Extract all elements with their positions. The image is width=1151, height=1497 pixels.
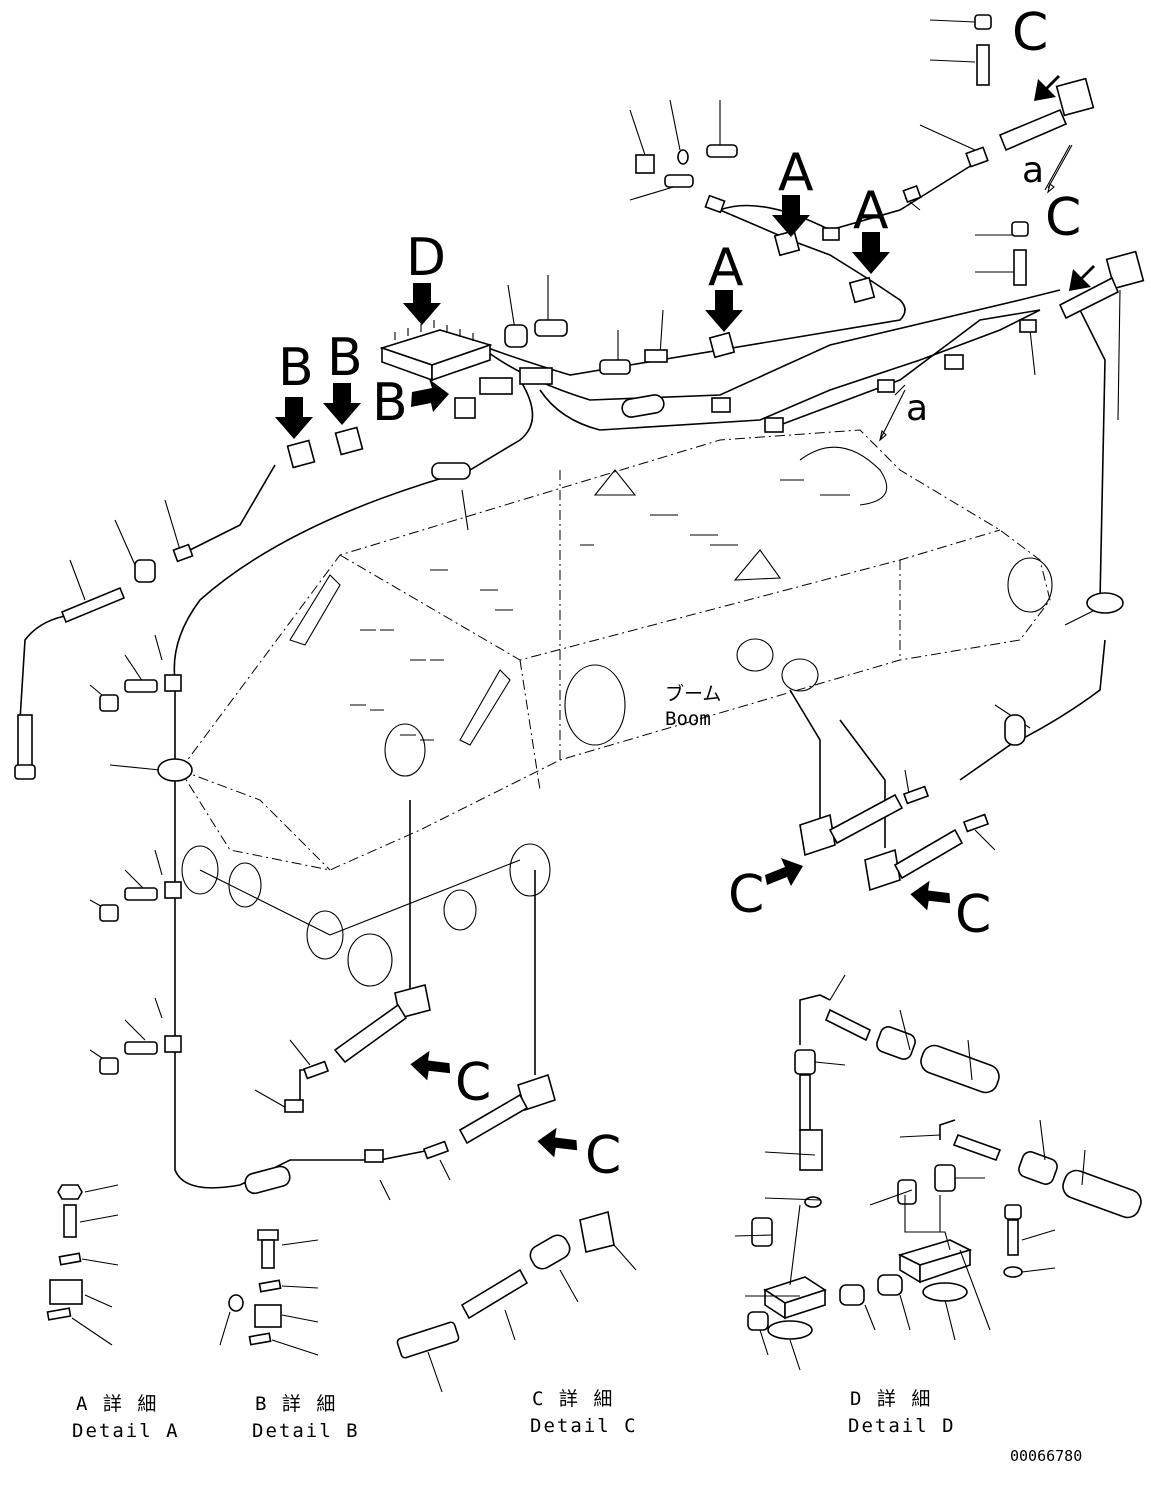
left-clamp-stack bbox=[99, 674, 193, 1075]
distribution-block-d bbox=[379, 320, 553, 419]
arrow-a-2 bbox=[852, 232, 890, 274]
detail-a-view bbox=[46, 1184, 119, 1346]
arrow-d bbox=[403, 283, 441, 325]
arrow-c-2 bbox=[1069, 265, 1095, 291]
boom-label-jp: ブーム bbox=[665, 682, 721, 705]
lower-fittings bbox=[244, 984, 556, 1195]
label-c-lower-2: C bbox=[585, 1126, 621, 1186]
detail-d-jp: D 詳 細 bbox=[850, 1388, 932, 1410]
left-clamps-b bbox=[14, 426, 471, 780]
right-fittings bbox=[799, 592, 1124, 892]
label-b-1: B bbox=[278, 338, 314, 398]
label-c-right-1: C bbox=[728, 865, 764, 925]
detail-a-jp: A 詳 細 bbox=[76, 1393, 158, 1415]
detail-b-en: Detail B bbox=[252, 1420, 360, 1442]
arrow-b-2 bbox=[323, 383, 361, 425]
label-a-1: A bbox=[778, 143, 814, 203]
reference-number: 00066780 bbox=[1010, 1447, 1082, 1465]
arrow-c-1 bbox=[1034, 75, 1060, 101]
leader-lines bbox=[69, 19, 1121, 1201]
arrow-c-3 bbox=[765, 858, 803, 886]
detail-b-jp: B 詳 細 bbox=[255, 1393, 337, 1415]
label-c-top-2: C bbox=[1045, 188, 1081, 248]
arrow-b-3 bbox=[411, 379, 449, 412]
arrow-a-3 bbox=[705, 290, 743, 332]
arrow-a-1 bbox=[772, 195, 810, 237]
grease-lines bbox=[19, 159, 1106, 1189]
label-a-lower-1: a bbox=[1022, 150, 1044, 191]
detail-c-jp: C 詳 細 bbox=[532, 1388, 614, 1410]
detail-captions: A 詳 細 Detail A B 詳 細 Detail B C 詳 細 Deta… bbox=[72, 1388, 956, 1442]
label-a-3: A bbox=[708, 238, 744, 298]
label-c-lower-1: C bbox=[455, 1053, 491, 1113]
detail-a-en: Detail A bbox=[72, 1420, 180, 1442]
fitting-top-right-1 bbox=[902, 14, 1095, 204]
callout-letters: C a C A A A D B B B a C C C C bbox=[278, 3, 1081, 1186]
callout-arrows bbox=[275, 75, 1095, 1158]
arrow-c-4 bbox=[910, 880, 951, 911]
fitting-top-right-2 bbox=[1011, 221, 1145, 333]
detail-d-view bbox=[734, 974, 1142, 1371]
arrow-c-5 bbox=[410, 1050, 451, 1081]
label-d: D bbox=[406, 228, 446, 288]
label-c-right-2: C bbox=[955, 885, 991, 945]
detail-c-en: Detail C bbox=[530, 1415, 638, 1437]
label-a-lower-2: a bbox=[906, 388, 928, 429]
label-b-2: B bbox=[327, 328, 363, 388]
label-a-2: A bbox=[853, 181, 889, 241]
label-b-3: B bbox=[372, 373, 408, 433]
decal-marks bbox=[350, 479, 850, 741]
boom-label: ブーム Boom bbox=[665, 682, 721, 730]
detail-d-en: Detail D bbox=[848, 1415, 956, 1437]
detail-b-view bbox=[219, 1229, 319, 1356]
boom-outline bbox=[179, 429, 1053, 987]
arrow-c-6 bbox=[537, 1127, 578, 1158]
boom-label-en: Boom bbox=[665, 708, 711, 730]
arrow-b-1 bbox=[275, 397, 313, 439]
detail-c-view bbox=[396, 1210, 637, 1393]
label-c-top-1: C bbox=[1012, 3, 1048, 63]
top-center-parts bbox=[504, 144, 964, 433]
